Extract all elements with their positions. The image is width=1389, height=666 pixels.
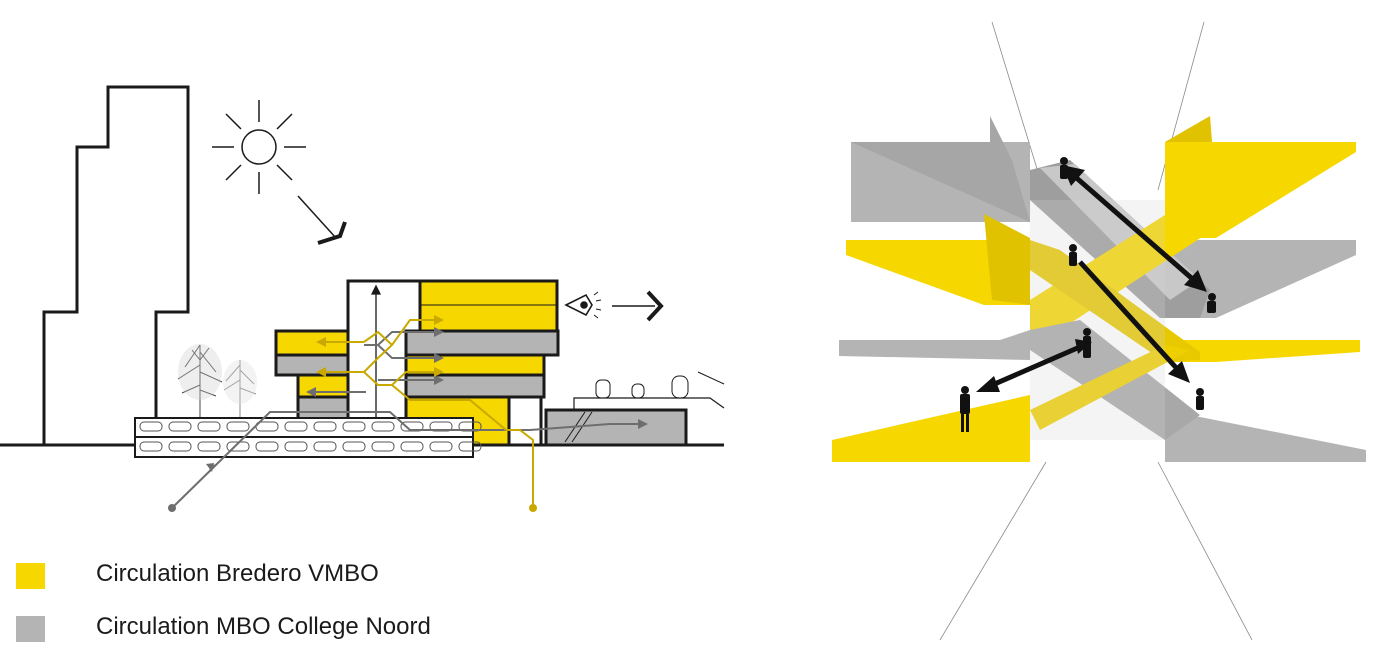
- car-icon: [197, 421, 221, 432]
- slab-yellow: [1165, 116, 1212, 142]
- slab-grey: [839, 330, 1030, 360]
- core-shadow: [1030, 200, 1165, 440]
- floor-grey: [404, 329, 560, 357]
- legend-label: Circulation MBO College Noord: [96, 613, 431, 640]
- person-icon: [595, 371, 725, 399]
- slab-yellow: [846, 238, 1030, 305]
- arrow-icon: [206, 327, 648, 472]
- car-icon: [168, 441, 192, 452]
- legend-label: Circulation Bredero VMBO: [96, 560, 379, 587]
- slab-grey: [1165, 410, 1366, 462]
- car-icon: [284, 441, 308, 452]
- car-icon: [371, 441, 395, 452]
- tree-icon: [223, 360, 257, 418]
- ramp-grey-top: [1040, 164, 1200, 300]
- arrow-icon: [316, 315, 444, 377]
- building-section-diagram: [0, 85, 725, 512]
- sunlight-arrow-icon: [297, 195, 347, 245]
- car-icon: [342, 441, 366, 452]
- car-icon: [400, 441, 424, 452]
- car-icon: [226, 421, 250, 432]
- legend-swatch-grey: [16, 616, 45, 642]
- yellow-circulation-start: [529, 504, 537, 512]
- slab-yellow: [984, 214, 1030, 305]
- car-icon: [342, 421, 366, 432]
- car-icon: [313, 421, 337, 432]
- view-arrow-icon: [612, 290, 664, 322]
- eye-icon: [564, 291, 602, 319]
- legend-item-bredero: Circulation Bredero VMBO: [16, 560, 536, 590]
- slab-yellow: [1165, 142, 1356, 238]
- slab-yellow: [832, 395, 1030, 462]
- yellow-circulation-arrows: [320, 319, 534, 508]
- car-icon: [429, 441, 453, 452]
- grey-circulation-start: [168, 504, 176, 512]
- annex-roof: [573, 397, 725, 410]
- car-icon: [139, 421, 163, 432]
- car-icon: [284, 421, 308, 432]
- tree-icon: [177, 344, 223, 418]
- car-icon: [168, 421, 192, 432]
- legend-swatch-yellow: [16, 563, 45, 589]
- ramp-yellow: [1030, 215, 1205, 330]
- car-icon: [255, 441, 279, 452]
- slab-yellow: [1165, 340, 1360, 362]
- arrow-icon: [976, 165, 1207, 392]
- car-icon: [139, 441, 163, 452]
- car-icon: [371, 421, 395, 432]
- ramp-yellow: [1030, 345, 1190, 430]
- sun-icon: [212, 100, 306, 194]
- slab-grey: [851, 116, 1030, 222]
- tower-outline: [42, 85, 190, 445]
- person-icon: [960, 157, 1216, 432]
- car-icon: [458, 441, 482, 452]
- legend-item-mbo: Circulation MBO College Noord: [16, 613, 536, 643]
- car-icon: [197, 441, 221, 452]
- car-icon: [313, 441, 337, 452]
